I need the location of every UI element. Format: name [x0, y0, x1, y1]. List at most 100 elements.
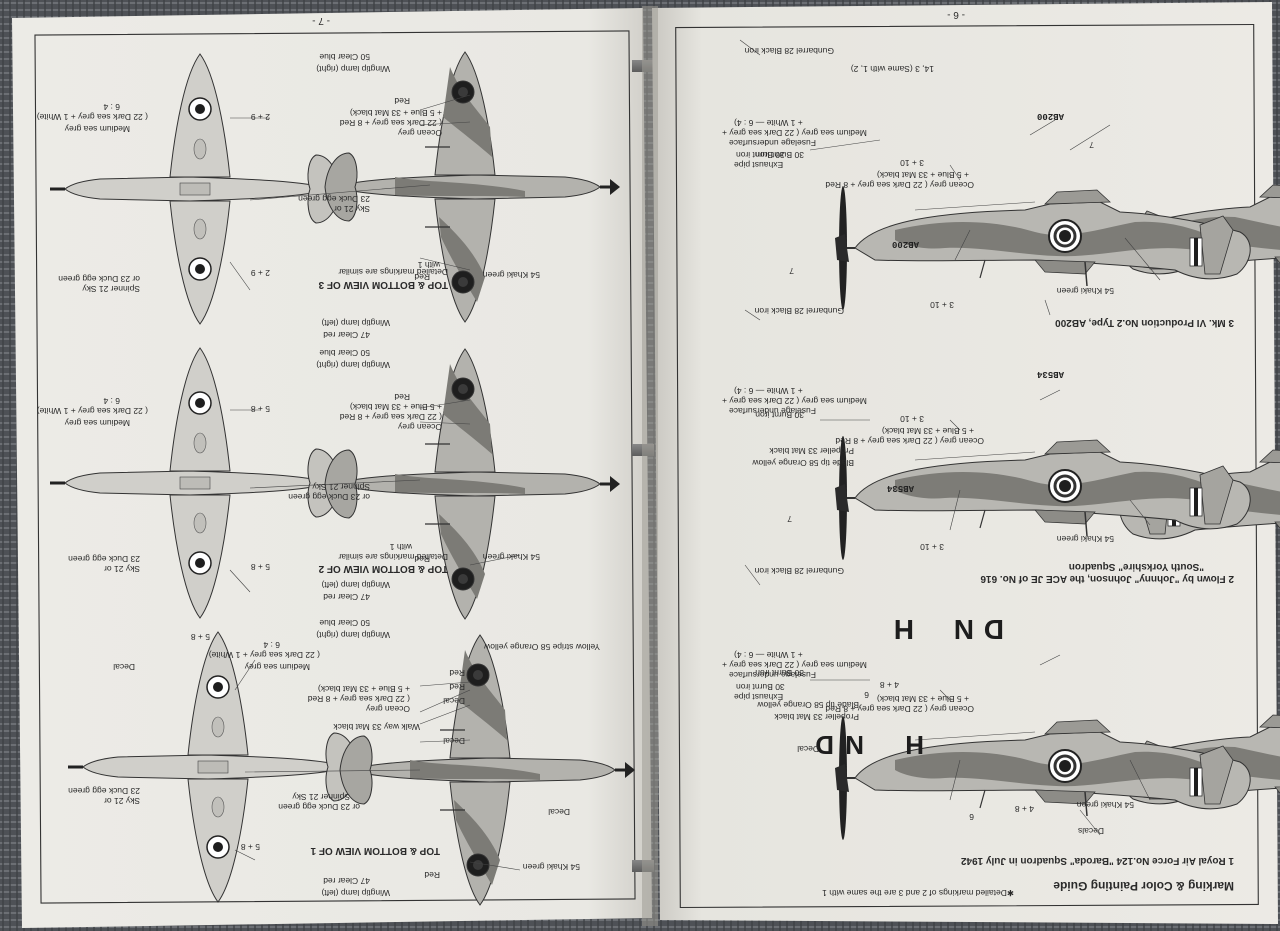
left-page: - 7 - Wingtip lamp (right) 50 Clear blue…	[12, 8, 654, 928]
label-num-7-3b: 7	[1089, 140, 1094, 150]
label-red-1b: Red	[449, 682, 465, 692]
label-blue-black-u3: + 5 Blue + 33 Mat black)	[877, 170, 969, 180]
scheme-2-title: 2 Flown by "Johnny" Johnson, the ACE JE …	[980, 573, 1234, 584]
page-number-6: - 6 -	[947, 9, 965, 20]
label-ocean-grey-1: Ocean grey	[365, 704, 410, 714]
label-blade-tip-u1: Blade tip 58 Orange yellow	[757, 700, 859, 710]
label-wingtip-right-3: Wingtip lamp (right)	[316, 64, 390, 74]
scheme-2-title-cont: "South Yorkshire" Squadron	[1069, 561, 1204, 572]
label-fuselage-u3: Fuselage undersurface	[729, 138, 816, 148]
label-same-with-u3: 14, 3 (Same with 1, 2)	[851, 64, 934, 74]
label-white-u2: + 1 White — 6 : 4)	[734, 386, 803, 396]
label-spinner-2: Spinner 21 Sky	[312, 482, 370, 492]
label-burnt-u1b: 30 Burnt iron	[755, 668, 804, 678]
label-red-1: Red	[449, 668, 465, 678]
spine-shadow	[642, 6, 658, 926]
label-white-u3: + 1 White — 6 : 4)	[734, 118, 803, 128]
left-page-leader-lines	[229, 94, 521, 871]
right-page-labels: Marking & Color Painting Guide ✱Detailed…	[722, 46, 1234, 898]
serial-ab534-a: AB534	[1036, 369, 1064, 379]
label-yellow-stripe-1: Yellow stripe 58 Orange yellow	[483, 642, 600, 652]
label-gunbarrel-u3: Gunbarrel 28 Black iron	[744, 46, 834, 56]
label-khaki-green-3: 54 Khaki green	[483, 270, 540, 280]
label-exhaust-u1: Exhaust pipe	[734, 692, 783, 702]
label-clear-blue-2: 50 Clear blue	[319, 348, 370, 358]
right-page-leader-lines	[739, 39, 1161, 836]
page-number-7: - 7 -	[312, 15, 330, 26]
label-r29-bottom: 2 + 9	[251, 268, 270, 278]
label-ratio-310-3b: 3 + 10	[900, 158, 924, 168]
label-fuselage-u2: Fuselage undersurface	[729, 406, 816, 416]
label-r29-top: 2 + 9	[251, 112, 270, 122]
label-khaki-green-u3: 54 Khaki green	[1057, 286, 1114, 296]
label-propeller-u2: Propeller 33 Mat black	[769, 446, 854, 456]
label-num-7-2: 7	[787, 514, 792, 524]
label-sky-or-1: Sky 21 or	[104, 796, 140, 806]
serial-ab200-b: AB200	[892, 239, 919, 249]
label-wingtip-right-1: Wingtip lamp (right)	[316, 630, 390, 640]
label-burnt-u2: 30 Burnt iron	[755, 410, 804, 420]
label-top-bottom-3: TOP & BOTTOM VIEW OF 3	[318, 279, 448, 290]
label-red-3: Red	[394, 96, 410, 106]
label-decal-1b: Decal	[443, 736, 465, 746]
label-red-1c: Red	[424, 870, 440, 880]
guide-title: Marking & Color Painting Guide	[1053, 879, 1234, 893]
label-ratio-48-1b: 4 + 8	[880, 680, 899, 690]
right-page: - 6 - AB200 AB200 AB534 AB534 H N D D N …	[652, 2, 1280, 924]
label-burnt-u1: 30 Burnt iron	[736, 682, 785, 692]
label-red-2b: Red	[414, 554, 430, 564]
label-r58-bottom-2: 5 + 8	[251, 562, 270, 572]
label-ocean-grey-u3: Ocean grey ( 22 Dark sea grey + 8 Red	[825, 180, 974, 190]
code-d-a: D	[984, 614, 1004, 645]
label-burnt-u3b: 30 Burnt iron	[736, 150, 785, 160]
label-decals-1: Decals	[1078, 826, 1104, 836]
label-r58-top-2: 5 + 8	[251, 404, 270, 414]
label-dark-sea-grey-red-2: ( 22 Dark sea grey + 8 Red	[339, 412, 442, 422]
label-exhaust-u3: Exhaust pipe	[734, 160, 783, 170]
label-wingtip-left-3: Wingtip lamp (left)	[321, 318, 390, 328]
label-sky-or-2: Sky 21 or	[104, 564, 140, 574]
label-or-duck-egg-3: or 23 Duck egg green	[58, 274, 140, 284]
label-duck-egg-1: 23 Duck egg green	[68, 786, 140, 796]
label-gunbarrel-u2: Gunbarrel 28 Black iron	[754, 306, 844, 316]
code-d-b: D	[815, 730, 834, 760]
label-r58-bottom-1: 5 + 8	[241, 842, 260, 852]
label-msg-u2: Medium sea grey ( 22 Dark sea grey +	[722, 396, 867, 406]
label-detailed-similar-2: Detailed markings are similar	[338, 552, 448, 562]
label-ratio-64-1: 6 : 4	[263, 640, 280, 650]
label-num-6-1: 6	[969, 812, 974, 822]
label-dark-sea-grey-white-2: ( 22 Dark sea grey + 1 White)	[37, 406, 148, 416]
label-r58-top-1: 5 + 8	[191, 632, 210, 642]
label-spinner-3: Spinner 21 Sky	[82, 284, 140, 294]
label-gunbarrel-u1: Gunbarrel 28 Black iron	[754, 566, 844, 576]
label-ratio-310-2b: 3 + 10	[900, 414, 924, 424]
label-blue-mat-black-3: + 5 Blue + 33 Mat black)	[350, 108, 442, 118]
label-red-2: Red	[394, 392, 410, 402]
label-with-1-2: with 1	[390, 542, 413, 552]
label-walk-way-1: Walk way 33 Mat black	[333, 722, 420, 732]
label-medium-sea-grey-2: Medium sea grey	[64, 418, 130, 428]
label-or-duck-egg-1: or 23 Duck egg green	[278, 802, 360, 812]
label-clear-red-2: 47 Clear red	[323, 592, 370, 602]
label-blue-black-u2: + 5 Blue + 33 Mat black)	[882, 426, 974, 436]
label-ratio-64-3: 6 : 4	[103, 102, 120, 112]
label-msg-u3: Medium sea grey ( 22 Dark sea grey +	[722, 128, 867, 138]
label-khaki-green-u1: 54 Khaki green	[1077, 800, 1134, 810]
label-ratio-64-2: 6 : 4	[103, 396, 120, 406]
serial-ab200-a: AB200	[1037, 111, 1064, 121]
code-n-a: N	[954, 614, 974, 645]
label-white-u1: + 1 White — 6 : 4)	[734, 650, 803, 660]
label-ocean-grey-u1: Ocean grey ( 22 Dark sea grey + 8 Red	[825, 704, 974, 714]
label-dark-sea-grey-red-1: ( 22 Dark sea grey + 8 Red	[307, 694, 410, 704]
label-khaki-green-u2: 54 Khaki green	[1057, 534, 1114, 544]
label-decal-1c: Decal	[548, 807, 570, 817]
label-blue-black-u1: + 5 Blue + 33 Mat black)	[877, 694, 969, 704]
left-page-labels: Wingtip lamp (right) 50 Clear blue Ocean…	[37, 52, 600, 898]
label-decal-u1: Decal	[797, 744, 819, 754]
label-ratio-48-1: 4 + 8	[1015, 804, 1034, 814]
label-top-bottom-1: TOP & BOTTOM VIEW OF 1	[310, 845, 440, 856]
scheme-1-title: 1 Royal Air Force No.124 "Baroda" Squadr…	[960, 855, 1234, 866]
label-duck-egg-2: 23 Duck egg green	[68, 554, 140, 564]
label-wingtip-right-2: Wingtip lamp (right)	[316, 360, 390, 370]
